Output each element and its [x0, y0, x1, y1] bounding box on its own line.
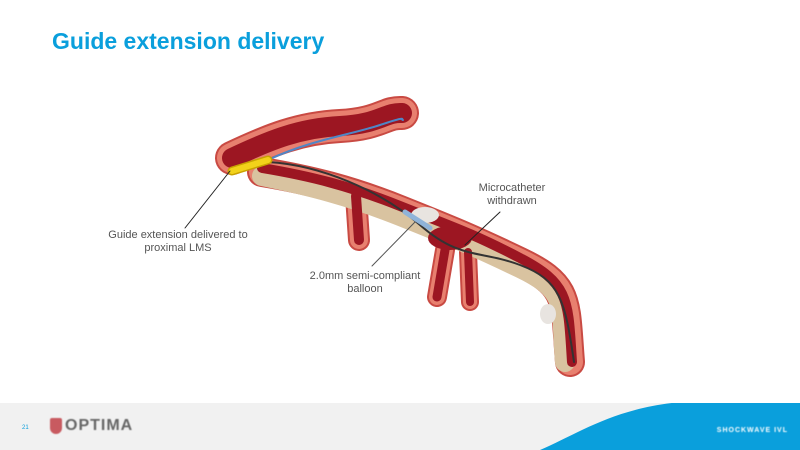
- microcatheter: [267, 161, 575, 363]
- optima-logo-text: OPTIMA: [65, 417, 134, 434]
- shield-icon: [50, 417, 62, 434]
- balloon: [402, 209, 433, 231]
- footer: 21 OPTIMA SHOCKWAVE IVL: [0, 403, 800, 450]
- slide-title: Guide extension delivery: [52, 28, 325, 54]
- footer-swoosh: [540, 403, 800, 450]
- label-microcatheter: Microcatheter withdrawn: [478, 182, 546, 207]
- optima-logo: OPTIMA: [50, 417, 133, 435]
- label-guide-extension: Guide extension delivered to proximal LM…: [108, 229, 248, 254]
- page-number: 21: [22, 425, 29, 431]
- shockwave-logo: SHOCKWAVE IVL: [716, 427, 788, 434]
- blood-lumen: [222, 102, 577, 367]
- label-balloon: 2.0mm semi-compliant balloon: [309, 270, 421, 295]
- leader-line: [464, 211, 501, 246]
- leader-line: [371, 221, 416, 267]
- guide-wire: [267, 117, 404, 161]
- leader-line: [184, 170, 231, 229]
